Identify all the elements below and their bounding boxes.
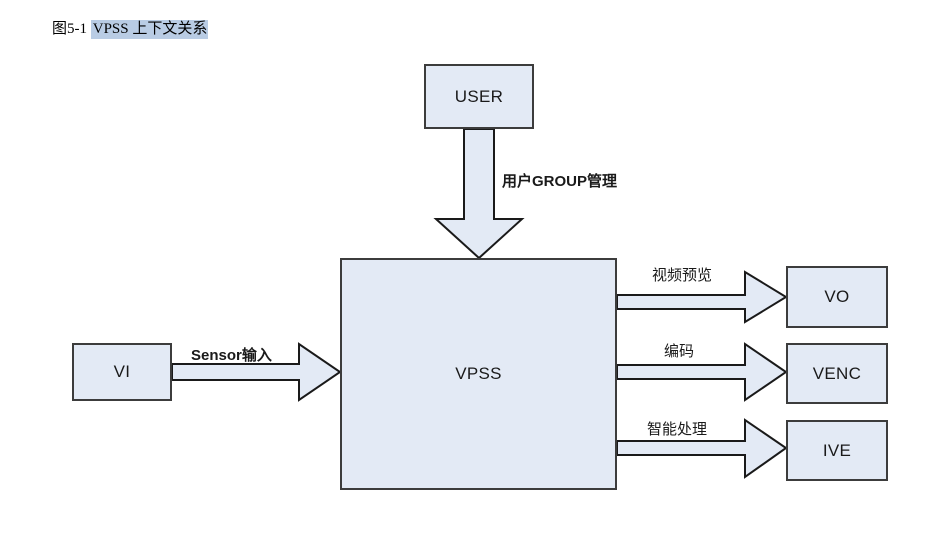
- edge-label-encoding: 编码: [664, 343, 695, 360]
- edge-label-user-group-management: 用户GROUP管理: [502, 173, 618, 190]
- node-vpss-label: VPSS: [455, 364, 502, 383]
- node-vi-label: VI: [113, 362, 131, 381]
- node-vi[interactable]: VI: [72, 343, 172, 401]
- node-venc[interactable]: VENC: [786, 343, 888, 404]
- node-ive-label: IVE: [822, 440, 852, 460]
- figure-number: 图5-1: [52, 21, 91, 37]
- figure-caption: 图5-1 VPSS 上下文关系: [52, 19, 209, 39]
- arrow-vpss-to-ive: [616, 418, 788, 479]
- edge-label-sensor-input: Sensor输入: [191, 347, 272, 364]
- arrow-vpss-to-venc: [616, 342, 788, 402]
- figure-title-highlighted: VPSS 上下文关系: [90, 20, 209, 39]
- arrow-vi-to-vpss: [171, 342, 342, 402]
- arrow-user-to-vpss: [433, 128, 525, 260]
- node-vo[interactable]: VO: [786, 266, 888, 328]
- node-user[interactable]: USER: [424, 64, 534, 129]
- node-vo-label: VO: [824, 287, 850, 306]
- node-vpss[interactable]: VPSS: [340, 258, 617, 490]
- edge-label-intelligent-processing: 智能处理: [647, 421, 708, 438]
- arrow-vpss-to-vo: [616, 270, 788, 324]
- edge-label-video-preview: 视频预览: [652, 267, 713, 284]
- node-venc-label: VENC: [812, 363, 862, 383]
- node-user-label: USER: [454, 86, 504, 106]
- node-ive[interactable]: IVE: [786, 420, 888, 481]
